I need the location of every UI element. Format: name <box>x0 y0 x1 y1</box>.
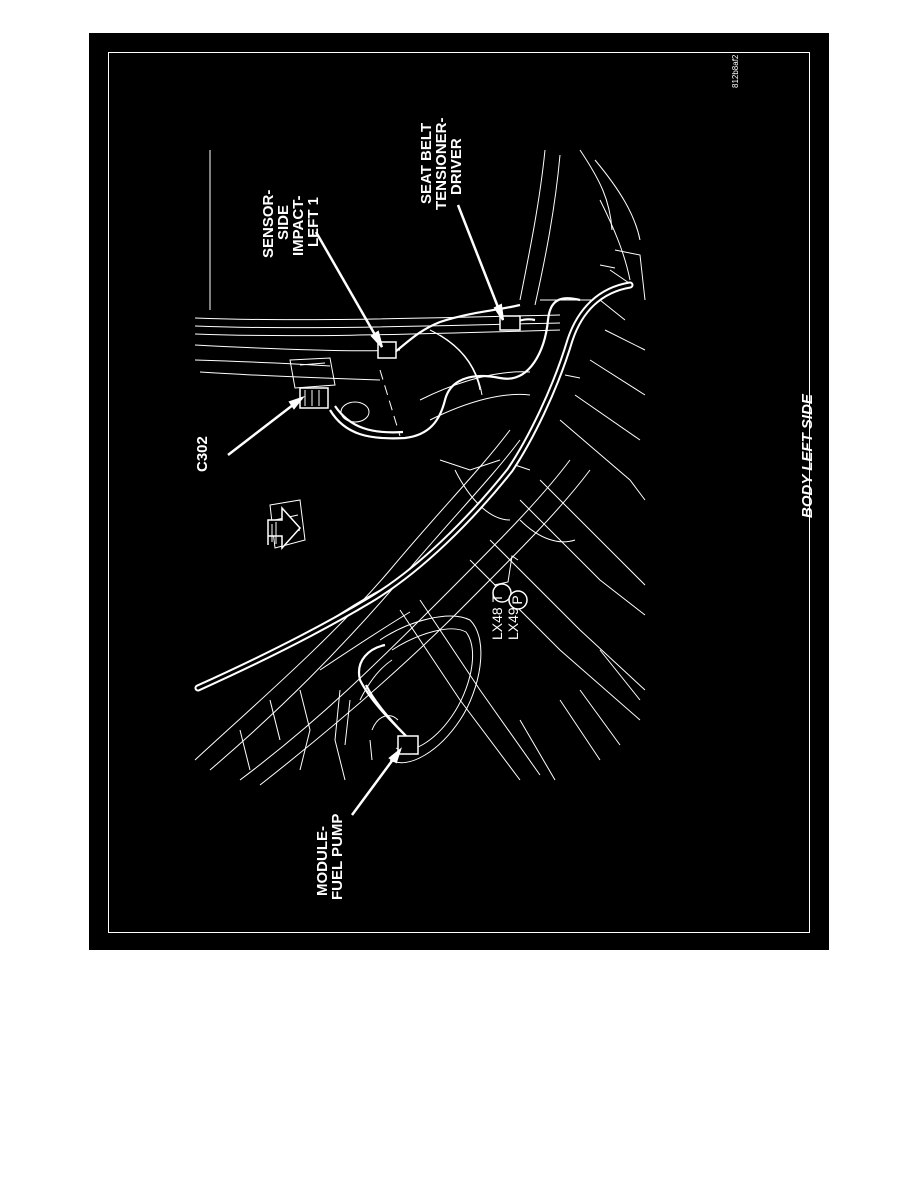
marker-t-circle <box>492 583 512 603</box>
connectors <box>299 264 616 761</box>
svg-text:LEFT 1: LEFT 1 <box>305 197 322 247</box>
c302-label: C302 <box>194 436 211 472</box>
marker-p: P <box>509 595 525 604</box>
svg-text:SENSOR-: SENSOR- <box>260 190 277 258</box>
svg-text:DRIVER: DRIVER <box>448 138 465 195</box>
fuel-pump-connector <box>397 735 419 755</box>
sensor-side-impact-label: SENSOR- SIDE IMPACT- LEFT 1 <box>260 190 322 258</box>
svg-text:FUEL PUMP: FUEL PUMP <box>329 814 346 900</box>
lx-markers: T P LX48 LX49 <box>489 555 528 640</box>
lx49-label: LX49 <box>505 607 521 640</box>
forward-arrow-icon <box>267 506 302 550</box>
module-fuel-pump-label: MODULE- FUEL PUMP <box>314 814 346 900</box>
svg-text:IMPACT-: IMPACT- <box>290 195 307 256</box>
svg-text:TENSIONER-: TENSIONER- <box>433 117 450 210</box>
svg-text:SIDE: SIDE <box>275 205 292 240</box>
marker-t: T <box>489 593 505 602</box>
marker-p-circle <box>508 590 528 610</box>
svg-text:MODULE-: MODULE- <box>314 826 331 896</box>
wiring-harness <box>194 281 634 741</box>
diagram-title: BODY LEFT SIDE <box>799 393 816 518</box>
tensioner-connector <box>499 315 521 331</box>
lx48-label: LX48 <box>489 607 505 640</box>
callout-arrows <box>227 204 505 816</box>
seat-belt-tensioner-label: SEAT BELT TENSIONER- DRIVER <box>418 117 465 210</box>
figure-code: 812b8af2 <box>731 54 740 88</box>
diagram-frame <box>108 52 810 933</box>
c302-connector <box>299 387 329 409</box>
svg-text:SEAT BELT: SEAT BELT <box>418 123 435 204</box>
